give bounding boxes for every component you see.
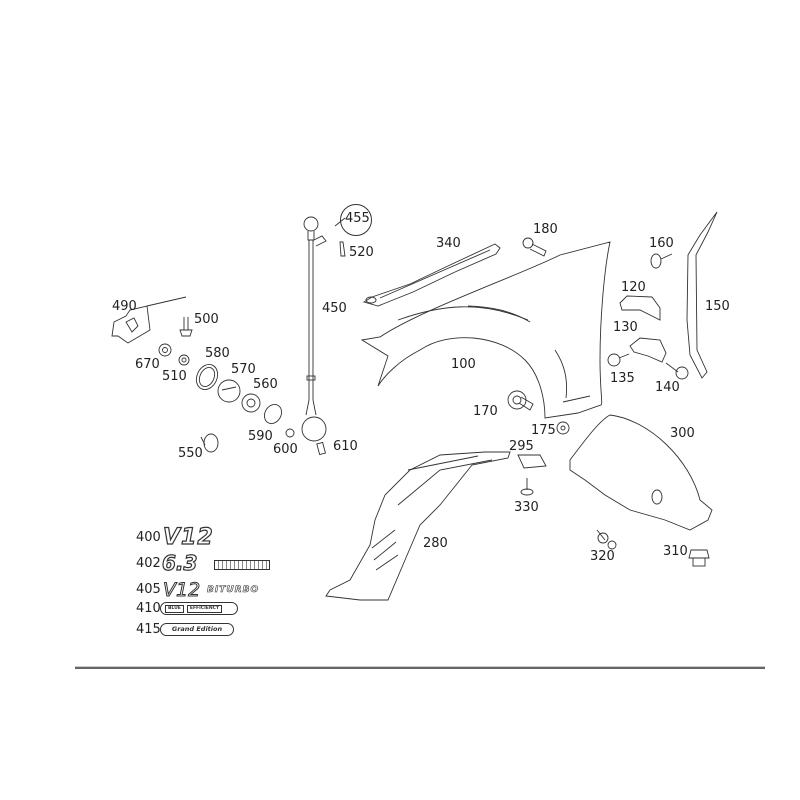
badge-number-415[interactable]: 415 — [136, 622, 161, 637]
callout-150[interactable]: 150 — [705, 299, 730, 314]
part-bolt-140[interactable] — [665, 362, 689, 380]
part-bolt-500[interactable] — [179, 317, 193, 337]
part-ring-590[interactable] — [261, 401, 285, 426]
badge-grand-edition: Grand Edition — [160, 623, 234, 636]
badge-amg-plate — [214, 560, 270, 570]
part-spring-610[interactable] — [316, 441, 327, 456]
callout-130[interactable]: 130 — [613, 320, 638, 335]
callout-500[interactable]: 500 — [194, 312, 219, 327]
part-housing-570[interactable] — [217, 379, 241, 403]
part-trim-strip-150[interactable] — [686, 211, 718, 379]
callout-600[interactable]: 600 — [273, 442, 298, 457]
part-nut-310[interactable] — [688, 549, 710, 567]
callout-330[interactable]: 330 — [514, 500, 539, 515]
part-rod[interactable] — [301, 216, 346, 442]
callout-450[interactable]: 450 — [322, 301, 347, 316]
part-bracket-490[interactable] — [111, 296, 187, 344]
part-bushing-510[interactable] — [178, 354, 190, 366]
callout-135[interactable]: 135 — [610, 371, 635, 386]
part-bolt-135[interactable] — [607, 353, 630, 367]
part-washer-600[interactable] — [285, 428, 295, 438]
callout-120[interactable]: 120 — [621, 280, 646, 295]
badge-number-410[interactable]: 410 — [136, 601, 161, 616]
part-wheel-liner-300[interactable] — [569, 414, 713, 531]
callout-180[interactable]: 180 — [533, 222, 558, 237]
callout-570[interactable]: 570 — [231, 362, 256, 377]
callout-590[interactable]: 590 — [248, 429, 273, 444]
badge-v12-biturbo: V12 — [162, 579, 201, 602]
callout-175[interactable]: 175 — [531, 423, 556, 438]
callout-520[interactable]: 520 — [349, 245, 374, 260]
callout-100[interactable]: 100 — [451, 357, 476, 372]
badge-63: 6.3 — [161, 550, 198, 575]
callout-670[interactable]: 670 — [135, 357, 160, 372]
divider-line — [75, 666, 765, 669]
badge-v12: V12 — [162, 524, 214, 550]
part-pin-160[interactable] — [650, 253, 673, 269]
callout-340[interactable]: 340 — [436, 236, 461, 251]
badge-biturbo-text: BITURBO — [207, 585, 260, 596]
part-nut-295[interactable] — [517, 454, 547, 469]
callout-580[interactable]: 580 — [205, 346, 230, 361]
part-button-550[interactable] — [200, 433, 219, 453]
part-bracket-120[interactable] — [619, 295, 661, 321]
badge-blue-efficiency: BLUE EFFICIENCY — [160, 602, 238, 615]
callout-280[interactable]: 280 — [423, 536, 448, 551]
callout-550[interactable]: 550 — [178, 446, 203, 461]
badge-number-402[interactable]: 402 — [136, 556, 161, 571]
part-wheel-liner-280[interactable] — [325, 451, 511, 601]
part-bolt-170[interactable] — [507, 390, 534, 411]
badge-number-400[interactable]: 400 — [136, 530, 161, 545]
part-cap-560[interactable] — [241, 393, 261, 413]
badge-number-405[interactable]: 405 — [136, 582, 161, 597]
part-fender-rail[interactable] — [362, 243, 501, 307]
part-bracket-130[interactable] — [629, 337, 667, 363]
part-bolt-180[interactable] — [522, 237, 547, 257]
callout-560[interactable]: 560 — [253, 377, 278, 392]
callout-300[interactable]: 300 — [670, 426, 695, 441]
part-grommet-670[interactable] — [158, 343, 172, 357]
part-screw-330[interactable] — [520, 478, 534, 496]
part-nut-175[interactable] — [556, 421, 570, 435]
badge-blue-text: BLUE — [165, 604, 184, 613]
callout-170[interactable]: 170 — [473, 404, 498, 419]
callout-610[interactable]: 610 — [333, 439, 358, 454]
part-fender[interactable] — [360, 241, 611, 419]
badge-efficiency-text: EFFICIENCY — [186, 604, 223, 613]
callout-295[interactable]: 295 — [509, 439, 534, 454]
callout-160[interactable]: 160 — [649, 236, 674, 251]
callout-490[interactable]: 490 — [112, 299, 137, 314]
callout-circle-455 — [340, 204, 372, 236]
part-pushpin-320[interactable] — [596, 529, 617, 550]
callout-140[interactable]: 140 — [655, 380, 680, 395]
callout-455[interactable]: 455 — [345, 211, 370, 226]
part-clip-520[interactable] — [339, 241, 346, 257]
callout-510[interactable]: 510 — [162, 369, 187, 384]
callout-320[interactable]: 320 — [590, 549, 615, 564]
callout-310[interactable]: 310 — [663, 544, 688, 559]
part-seal-580[interactable] — [192, 361, 221, 393]
